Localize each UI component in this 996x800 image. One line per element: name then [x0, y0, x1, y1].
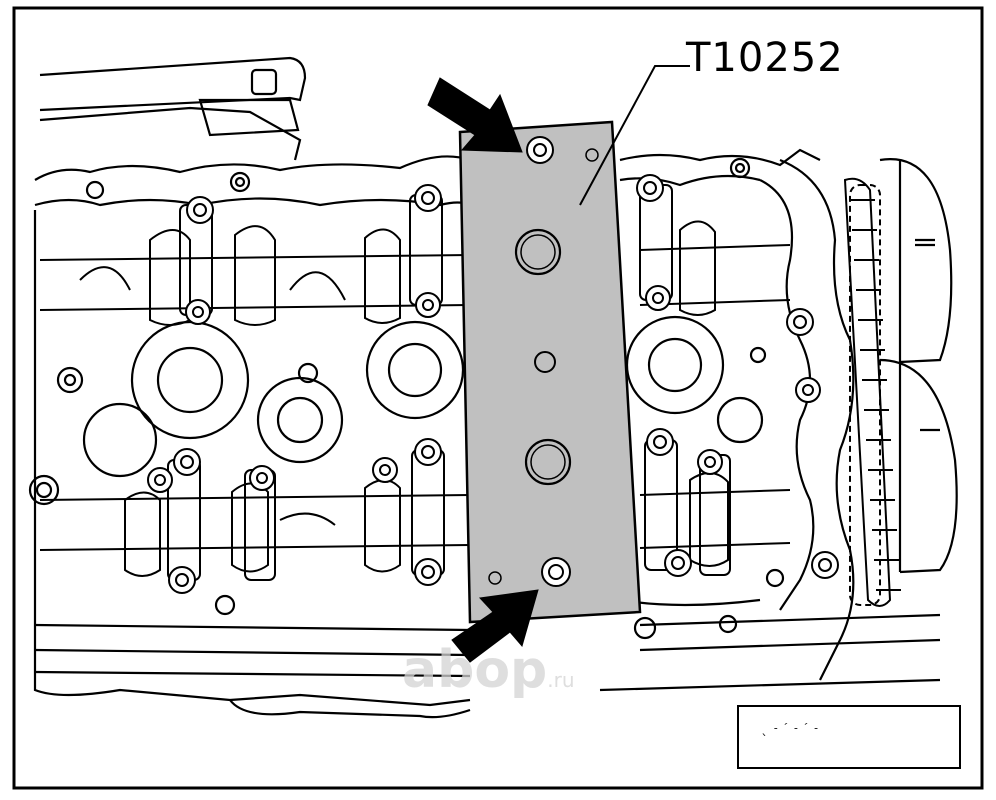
timing-chain	[843, 177, 901, 607]
camshaft-sprocket	[879, 158, 958, 574]
plate-bolt-top	[526, 136, 554, 164]
special-tool-plate	[458, 120, 642, 624]
arrow-bottom-bolt	[451, 589, 539, 663]
figure-id-box	[737, 705, 961, 769]
figure-id: ˎ˗ˊ˗ˊ˗	[760, 721, 824, 736]
tool-callout-label: T10252	[686, 35, 844, 81]
watermark-text: abop	[402, 640, 548, 700]
camshaft-left	[39, 194, 471, 581]
callout-leader	[579, 65, 690, 206]
plate-bolt-bottom	[541, 557, 571, 587]
bolts	[147, 174, 839, 594]
watermark: abop.ru	[402, 640, 575, 700]
watermark-suffix: .ru	[547, 668, 575, 692]
arrow-top-bolt	[427, 77, 523, 153]
